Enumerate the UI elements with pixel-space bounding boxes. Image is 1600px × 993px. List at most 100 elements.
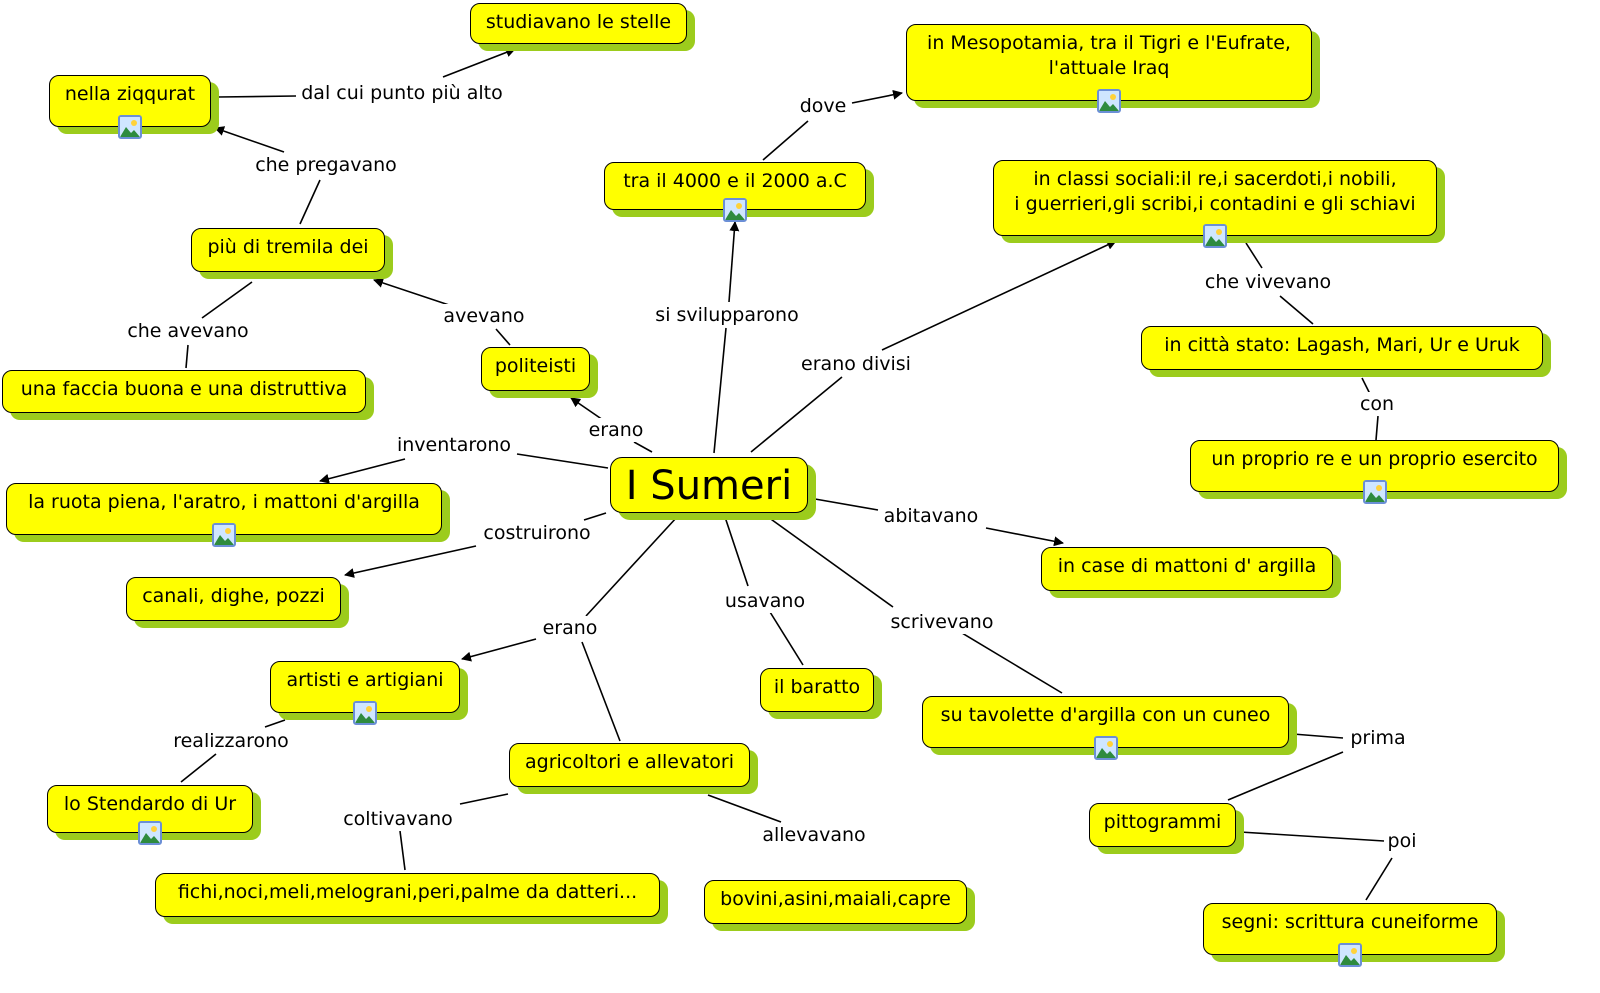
- arrow-avevano-tremila: [373, 278, 450, 306]
- node-tavolette[interactable]: su tavolette d'argilla con un cuneo: [922, 696, 1289, 760]
- line-sumeri-svilupparono: [713, 327, 727, 454]
- label-erano-divisi: erano divisi: [798, 352, 914, 376]
- node-faccia[interactable]: una faccia buona e una distruttiva: [2, 370, 366, 413]
- line-classi-chevivevano: [1245, 242, 1263, 269]
- label-abitavano: abitavano: [880, 504, 982, 528]
- line-pittogrammi-poi: [1239, 831, 1385, 842]
- node-canali-text: canali, dighe, pozzi: [142, 585, 325, 607]
- image-icon[interactable]: [1362, 480, 1387, 504]
- node-re[interactable]: un proprio re e un proprio esercito: [1190, 440, 1559, 504]
- image-icon[interactable]: [1093, 736, 1118, 760]
- node-tremila[interactable]: più di tremila dei: [191, 228, 385, 272]
- node-mesopotamia-line2: l'attuale Iraq: [1048, 57, 1170, 79]
- label-inventarono: inventarono: [393, 433, 515, 457]
- node-stelle-text: studiavano le stelle: [485, 11, 672, 33]
- image-icon[interactable]: [212, 523, 236, 547]
- node-agricoltori[interactable]: agricoltori e allevatori: [509, 743, 750, 787]
- arrow-abitavano-case: [985, 527, 1064, 547]
- label-erano-artisti: erano: [539, 616, 601, 640]
- image-icon[interactable]: [1203, 224, 1227, 248]
- arrow-pregavano-ziqqurat: [214, 126, 285, 153]
- node-classi-line2: i guerrieri,gli scribi,i contadini e gli…: [1014, 193, 1416, 215]
- node-politeisti-text: politeisti: [494, 355, 577, 377]
- label-si-svilupparono: si svilupparono: [652, 303, 802, 327]
- node-classi[interactable]: in classi sociali:il re,i sacerdoti,i no…: [993, 160, 1437, 248]
- line-artisti-realizzarono: [264, 719, 286, 728]
- line-sumeri-erano: [633, 441, 653, 453]
- line-chevivevano-citta: [1279, 295, 1314, 325]
- image-icon[interactable]: [118, 115, 142, 139]
- line-cheavevano-faccia: [185, 344, 189, 369]
- image-icon[interactable]: [1338, 943, 1362, 967]
- label-che-avevano: che avevano: [124, 319, 252, 343]
- line-politeisti-avevano: [495, 328, 511, 346]
- line-erano2-agricoltori: [581, 641, 621, 742]
- node-citta-text: in città stato: Lagash, Mari, Ur e Uruk: [1164, 334, 1520, 356]
- label-coltivavano: coltivavano: [340, 807, 456, 831]
- image-icon[interactable]: [353, 701, 377, 725]
- node-case[interactable]: in case di mattoni d' argilla: [1041, 547, 1333, 591]
- line-scrivevano-tavolette: [961, 632, 1063, 694]
- node-segni-text: segni: scrittura cuneiforme: [1221, 911, 1479, 933]
- line-tavolette-prima: [1292, 733, 1344, 739]
- line-tremila-pregavano: [299, 179, 321, 225]
- arrow-costruirono-canali: [344, 545, 477, 578]
- line-usavano-baratto: [769, 611, 804, 666]
- node-ziqqurat-text: nella ziqqurat: [64, 83, 196, 105]
- line-sumeri-inventarono: [516, 453, 609, 469]
- node-fichi[interactable]: fichi,noci,meli,melograni,peri,palme da …: [155, 873, 660, 917]
- node-mesopotamia-line1: in Mesopotamia, tra il Tigri e l'Eufrate…: [927, 32, 1291, 54]
- node-tra4000[interactable]: tra il 4000 e il 2000 a.C: [604, 162, 866, 222]
- node-politeisti[interactable]: politeisti: [481, 347, 590, 391]
- node-canali[interactable]: canali, dighe, pozzi: [126, 577, 341, 621]
- node-stelle[interactable]: studiavano le stelle: [470, 3, 687, 44]
- node-classi-line1: in classi sociali:il re,i sacerdoti,i no…: [1033, 168, 1397, 190]
- node-fichi-text: fichi,noci,meli,melograni,peri,palme da …: [177, 881, 638, 903]
- line-tremila-cheavevano: [201, 281, 253, 319]
- node-sumeri[interactable]: I Sumeri: [610, 457, 808, 513]
- line-sumeri-abitavano: [814, 498, 879, 511]
- node-stendardo-text: lo Stendardo di Ur: [63, 793, 237, 815]
- line-sumeri-eranodivisi: [750, 376, 843, 453]
- image-icon[interactable]: [138, 821, 162, 845]
- arrow-inventarono-ruota: [319, 458, 406, 484]
- line-sumeri-costruirono: [583, 512, 607, 521]
- line-poi-segni: [1365, 857, 1393, 901]
- node-baratto-text: il baratto: [773, 676, 861, 698]
- node-ziqqurat[interactable]: nella ziqqurat: [49, 75, 211, 139]
- node-mesopotamia[interactable]: in Mesopotamia, tra il Tigri e l'Eufrate…: [906, 24, 1312, 113]
- arrow-eranodivisi-classi: [881, 240, 1117, 351]
- label-usavano: usavano: [721, 589, 809, 613]
- label-prima: prima: [1347, 726, 1409, 750]
- node-artisti-text: artisti e artigiani: [286, 669, 444, 691]
- node-baratto[interactable]: il baratto: [760, 668, 874, 712]
- node-faccia-text: una faccia buona e una distruttiva: [20, 378, 348, 400]
- line-realizzarono-stendardo: [180, 753, 217, 783]
- arrow-erano2-artisti: [461, 638, 537, 662]
- arrow-dove-mesopotamia: [851, 89, 903, 104]
- arrow-dalcui-stelle: [442, 47, 516, 78]
- label-costruirono: costruirono: [480, 521, 594, 545]
- node-ruota[interactable]: la ruota piena, l'aratro, i mattoni d'ar…: [6, 483, 442, 547]
- image-icon[interactable]: [1097, 89, 1121, 113]
- label-con: con: [1356, 392, 1398, 416]
- node-bovini[interactable]: bovini,asini,maiali,capre: [704, 880, 967, 924]
- node-pittogrammi-text: pittogrammi: [1103, 811, 1222, 833]
- node-pittogrammi[interactable]: pittogrammi: [1089, 803, 1236, 847]
- label-avevano: avevano: [440, 304, 528, 328]
- node-segni[interactable]: segni: scrittura cuneiforme: [1203, 903, 1497, 967]
- node-re-text: un proprio re e un proprio esercito: [1211, 448, 1538, 470]
- line-sumeri-erano2: [585, 516, 678, 617]
- label-pregavano: che pregavano: [252, 153, 400, 177]
- node-citta[interactable]: in città stato: Lagash, Mari, Ur e Uruk: [1141, 326, 1543, 370]
- arrow-svilupparono-tra4000: [728, 221, 740, 303]
- line-citta-con: [1361, 377, 1371, 395]
- image-icon[interactable]: [723, 198, 747, 222]
- label-realizzarono: realizzarono: [170, 729, 292, 753]
- label-dal-cui: dal cui punto più alto: [298, 81, 506, 105]
- node-artisti[interactable]: artisti e artigiani: [270, 661, 460, 725]
- node-stendardo[interactable]: lo Stendardo di Ur: [47, 785, 253, 845]
- label-poi: poi: [1384, 829, 1420, 853]
- line-agricoltori-coltivavano: [459, 793, 509, 805]
